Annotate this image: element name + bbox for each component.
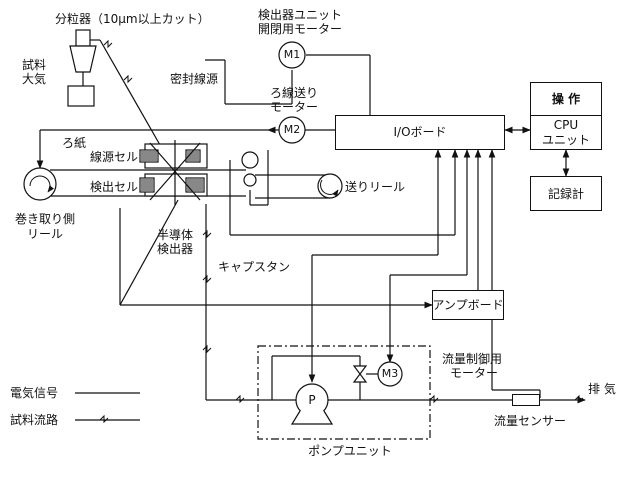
filter-paper-label: ろ紙 bbox=[62, 136, 87, 150]
io-board-label: I/Oボード bbox=[393, 125, 447, 139]
filter-motor-label-2: モーター bbox=[270, 100, 319, 114]
flow-motor-label-1: 流量制御用 bbox=[442, 352, 503, 366]
exhaust-label: 排 気 bbox=[588, 382, 616, 396]
operation-label: 操 作 bbox=[551, 92, 581, 106]
pump-unit-boundary bbox=[257, 345, 431, 440]
capstan-label: キャプスタン bbox=[218, 260, 291, 274]
io-board-box bbox=[335, 115, 505, 150]
detector-cell-label: 検出セル bbox=[90, 180, 139, 194]
pump-unit-label: ポンプユニット bbox=[308, 444, 392, 458]
sealed-source-label: 密封線源 bbox=[170, 72, 219, 86]
source-cell-label: 線源セル bbox=[90, 150, 139, 164]
takeup-reel-label-1: 巻き取り側 bbox=[14, 212, 75, 226]
classifier-top bbox=[75, 29, 91, 47]
flow-valve bbox=[352, 365, 368, 383]
sample-box bbox=[67, 85, 95, 107]
flow-motor-label-2: モーター bbox=[450, 366, 499, 380]
motor-m1 bbox=[278, 41, 306, 69]
amp-board-box bbox=[432, 290, 504, 320]
operation-box bbox=[530, 82, 602, 116]
semiconductor-label-2: 検出器 bbox=[156, 242, 193, 256]
m2-label: M2 bbox=[283, 123, 301, 136]
sample-label-2: 大気 bbox=[22, 72, 47, 86]
capstan-roller-bottom bbox=[243, 173, 257, 187]
capstan-roller-top bbox=[241, 151, 259, 169]
m1-label: M1 bbox=[283, 48, 301, 61]
semiconductor-label-1: 半導体 bbox=[156, 228, 193, 242]
feed-reel-label: 送りリール bbox=[345, 180, 406, 194]
sample-flow-inlet bbox=[99, 39, 161, 146]
classifier-label: 分粒器（10μm以上カット） bbox=[55, 12, 210, 26]
recorder-label: 記録計 bbox=[547, 187, 584, 201]
detector-motor-label-2: 開閉用モーター bbox=[258, 22, 343, 36]
motor-m3 bbox=[377, 361, 403, 387]
cpu-box bbox=[530, 115, 602, 150]
takeup-reel bbox=[23, 167, 57, 201]
classifier-cone bbox=[69, 45, 97, 73]
legend-flow-label: 試料流路 bbox=[10, 413, 59, 427]
flow-sensor-label: 流量センサー bbox=[494, 414, 567, 428]
takeup-reel-label-2: リール bbox=[26, 227, 63, 241]
m3-label: M3 bbox=[381, 367, 399, 380]
flow-sensor-box bbox=[512, 394, 540, 406]
filter-motor-label-1: ろ線送り bbox=[270, 86, 319, 100]
motor-m2 bbox=[278, 116, 306, 144]
recorder-box bbox=[530, 176, 602, 211]
cpu-label-2: ユニット bbox=[541, 133, 590, 147]
pump-label: P bbox=[308, 393, 316, 407]
legend-signal-label: 電気信号 bbox=[10, 386, 59, 400]
detector-motor-label-1: 検出器ユニット bbox=[258, 8, 343, 22]
amp-board-label: アンプボード bbox=[432, 298, 504, 312]
sample-label-1: 試料 bbox=[22, 58, 47, 72]
cpu-label-1: CPU bbox=[553, 118, 579, 132]
